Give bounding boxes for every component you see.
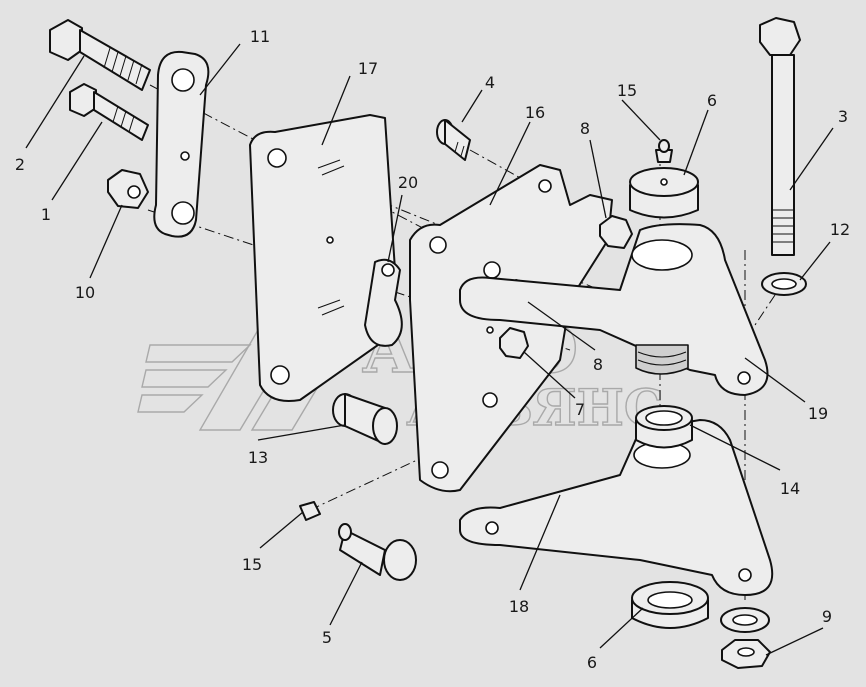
part-5-pin bbox=[338, 523, 417, 581]
callout-6-upper: 6 bbox=[707, 91, 717, 110]
callout-8-lower: 8 bbox=[593, 355, 603, 374]
part-12-washer bbox=[761, 272, 807, 296]
part-15-grease-fitting-upper bbox=[655, 139, 673, 163]
callout-17: 17 bbox=[358, 59, 378, 78]
part-18-lower-arm bbox=[459, 419, 774, 596]
callout-19: 19 bbox=[808, 404, 828, 423]
callout-20: 20 bbox=[398, 173, 418, 192]
part-17-plate bbox=[249, 114, 396, 402]
callout-2: 2 bbox=[15, 155, 25, 174]
callout-5: 5 bbox=[322, 628, 332, 647]
part-15-grease-fitting-lower bbox=[299, 501, 321, 521]
callout-8-upper: 8 bbox=[580, 119, 590, 138]
part-7-nut bbox=[499, 327, 529, 359]
callout-4: 4 bbox=[485, 73, 495, 92]
callout-15-upper: 15 bbox=[617, 81, 637, 100]
callout-7: 7 bbox=[575, 400, 585, 419]
callout-10: 10 bbox=[75, 283, 95, 302]
part-2-long-bolt bbox=[49, 19, 151, 91]
part-11-link-plate bbox=[153, 50, 210, 238]
part-6-ring-lower bbox=[631, 581, 709, 629]
callout-11: 11 bbox=[250, 27, 270, 46]
part-13-bushing bbox=[332, 393, 398, 445]
part-14-bushing bbox=[635, 405, 693, 449]
part-20-clamp bbox=[364, 258, 403, 347]
part-10-nut bbox=[107, 169, 149, 209]
callout-labels: 1 2 3 4 5 6 6 7 8 8 9 10 11 12 13 14 15 … bbox=[15, 27, 850, 672]
part-6-cap-upper bbox=[629, 167, 699, 219]
callout-1: 1 bbox=[41, 205, 51, 224]
callout-13: 13 bbox=[248, 448, 268, 467]
part-9-washer bbox=[720, 607, 770, 633]
callout-9: 9 bbox=[822, 607, 832, 626]
part-8-nut-upper bbox=[599, 215, 633, 249]
part-4-pin bbox=[436, 119, 471, 161]
callout-12: 12 bbox=[830, 220, 850, 239]
callout-18: 18 bbox=[509, 597, 529, 616]
callout-15-lower: 15 bbox=[242, 555, 262, 574]
callout-14: 14 bbox=[780, 479, 800, 498]
part-1-short-bolt bbox=[69, 83, 149, 141]
callout-16: 16 bbox=[525, 103, 545, 122]
part-3-vertical-bolt bbox=[759, 17, 801, 256]
leader-lines bbox=[25, 43, 834, 656]
upper-bushing bbox=[635, 344, 689, 375]
part-9-nut bbox=[721, 639, 771, 669]
callout-6-lower: 6 bbox=[587, 653, 597, 672]
part-19-upper-arm bbox=[459, 223, 769, 396]
callout-3: 3 bbox=[838, 107, 848, 126]
